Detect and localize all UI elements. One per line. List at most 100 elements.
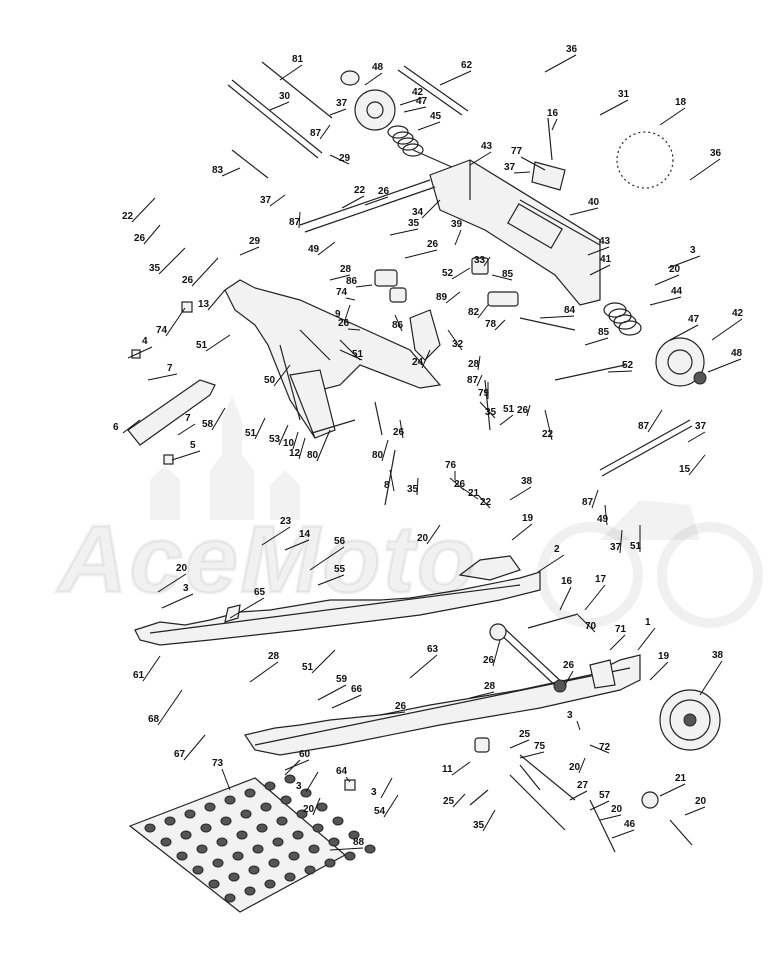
part-callout-label: 49	[308, 244, 320, 255]
shaft-52	[554, 364, 626, 381]
slide-pad-sheet	[128, 774, 376, 913]
leader-line	[439, 70, 472, 86]
leader-line	[421, 199, 441, 219]
pad-stud	[264, 781, 276, 791]
part-callout-label: 87	[289, 217, 301, 228]
part-callout-label: 26	[395, 701, 407, 712]
part-callout-label: 27	[577, 780, 589, 791]
pad-stud	[208, 879, 220, 889]
pin-54	[469, 789, 489, 806]
part-callout-label: 25	[443, 796, 455, 807]
leader-line	[165, 307, 186, 337]
leader-line	[331, 694, 362, 709]
leader-line	[345, 776, 351, 783]
part-callout-label: 51	[302, 662, 314, 673]
part-callout-label: 1	[645, 617, 651, 628]
part-callout-label: 25	[519, 729, 531, 740]
leader-line	[591, 489, 599, 509]
part-callout-label: 80	[372, 450, 384, 461]
leader-line	[711, 318, 743, 341]
rear-scissor-frame	[224, 279, 442, 439]
pad-stud	[272, 837, 284, 847]
part-callout-label: 36	[566, 44, 578, 55]
part-callout-label: 47	[688, 314, 700, 325]
leader-line	[649, 296, 682, 306]
part-callout-label: 82	[468, 307, 480, 318]
leader-line	[273, 364, 291, 387]
part-callout-label: 22	[480, 497, 492, 508]
part-callout-label: 48	[372, 62, 384, 73]
idler-wheel-right-ghost	[616, 131, 674, 189]
part-callout-label: 43	[599, 236, 611, 247]
pad-stud	[196, 844, 208, 854]
part-callout-label: 44	[671, 286, 683, 297]
part-callout-label: 46	[624, 819, 636, 830]
leader-line	[449, 477, 465, 491]
lower-hardware	[284, 737, 693, 853]
leader-line	[569, 790, 588, 801]
leader-line	[494, 319, 506, 331]
pad-stud	[264, 879, 276, 889]
part-callout-label: 37	[336, 98, 348, 109]
leader-line	[380, 777, 393, 799]
leader-line	[483, 256, 491, 267]
leader-line	[461, 487, 479, 500]
leader-line	[177, 423, 196, 436]
cross-shafts	[489, 613, 579, 693]
part-callout-label: 33	[474, 255, 486, 266]
pad-stud	[316, 802, 328, 812]
part-callout-label: 20	[176, 563, 188, 574]
part-callout-label: 86	[392, 320, 404, 331]
part-callout-label: 35	[407, 484, 419, 495]
leader-line	[599, 99, 629, 116]
leader-line	[379, 711, 406, 716]
part-callout-label: 73	[212, 758, 224, 769]
part-callout-label: 37	[504, 162, 516, 173]
leader-line	[269, 101, 290, 111]
part-callout-label: 83	[212, 165, 224, 176]
leader-line	[316, 429, 331, 462]
leader-line	[329, 847, 364, 851]
part-callout-label: 70	[585, 621, 597, 632]
pad-stud	[280, 795, 292, 805]
leader-line	[649, 661, 669, 681]
left-slide-rail	[134, 555, 541, 646]
part-callout-label: 51	[630, 541, 642, 552]
leader-line	[417, 121, 441, 131]
leader-line	[476, 374, 483, 387]
leader-line	[477, 494, 491, 509]
part-callout-label: 35	[149, 263, 161, 274]
pad-stud	[308, 844, 320, 854]
pad-stud	[216, 837, 228, 847]
leader-line	[284, 759, 310, 771]
leader-line	[426, 524, 441, 545]
part-callout-label: 68	[148, 714, 160, 725]
rear-idler-wheel	[659, 689, 721, 751]
part-callout-label: 26	[454, 479, 466, 490]
leader-line	[544, 54, 577, 73]
leader-line	[278, 424, 289, 446]
leader-line	[147, 373, 178, 381]
leader-line	[477, 304, 489, 319]
part-callout-label: 29	[249, 236, 261, 247]
part-callout-label: 75	[534, 741, 546, 752]
part-callout-label: 16	[547, 108, 559, 119]
part-callout-label: 79	[478, 388, 490, 399]
part-callout-label: 24	[412, 357, 424, 368]
leader-line	[157, 573, 187, 593]
leader-line	[511, 523, 533, 541]
leader-line	[509, 486, 532, 501]
part-callout-label: 7	[185, 413, 191, 424]
part-callout-label: 85	[598, 327, 610, 338]
idler-wheel-upper	[354, 89, 396, 131]
leader-line	[298, 211, 301, 229]
part-callout-label: 26	[393, 427, 405, 438]
part-callout-label: 60	[299, 749, 311, 760]
part-callout-label: 63	[427, 644, 439, 655]
pad-stud	[224, 795, 236, 805]
leader-line	[399, 97, 423, 106]
idler-shaft	[397, 69, 463, 116]
leader-line	[409, 654, 438, 679]
part-callout-label: 26	[378, 186, 390, 197]
leader-line	[699, 660, 723, 696]
